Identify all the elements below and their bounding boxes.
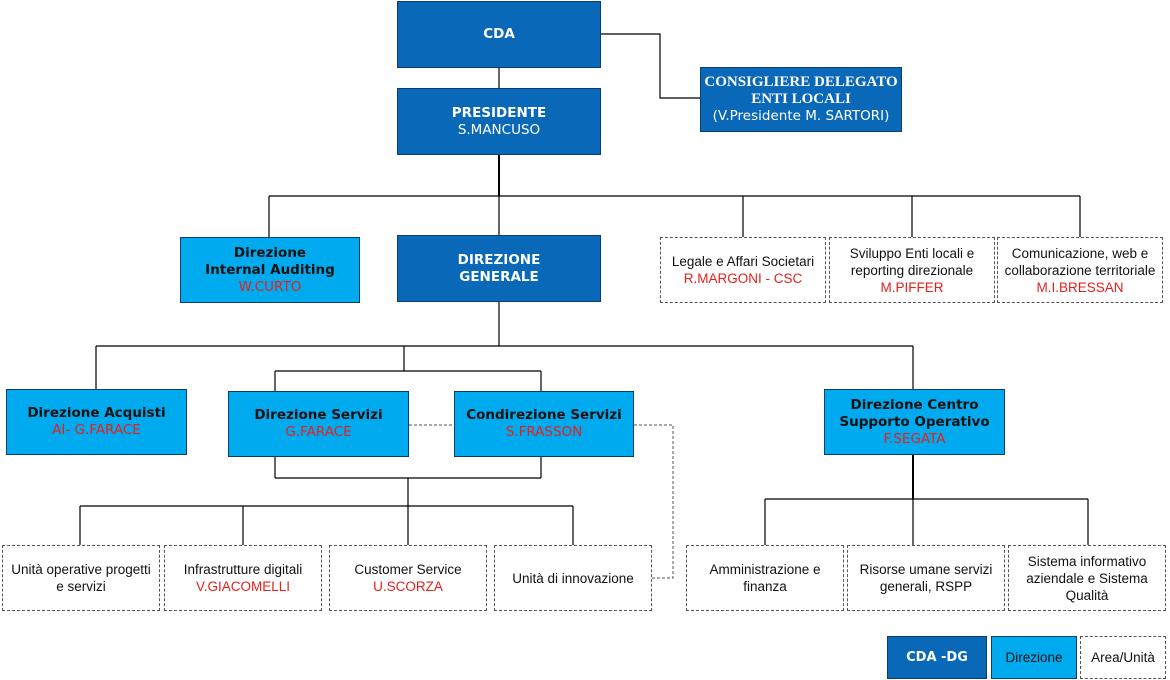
presidente-title: PRESIDENTE	[451, 104, 547, 121]
amministrazione-line2: finanza	[743, 579, 787, 594]
internal-auditing-line1: Direzione	[233, 244, 307, 261]
centro-supporto-line1: Direzione Centro	[850, 396, 979, 413]
innovazione-box: Unità di innovazione	[494, 545, 652, 611]
comunicazione-box: Comunicazione, web e collaborazione terr…	[997, 237, 1163, 303]
direzione-servizi-name: G.FARACE	[285, 424, 352, 440]
centro-supporto-line2: Supporto Operativo	[839, 413, 990, 430]
legend-area-unita-label: Area/Unità	[1091, 650, 1155, 665]
customer-service-name: U.SCORZA	[373, 579, 443, 594]
legend-cda-dg: CDA -DG	[887, 636, 987, 679]
consigliere-line1: CONSIGLIERE DELEGATO	[704, 74, 898, 90]
customer-service-title: Customer Service	[354, 562, 462, 577]
unita-operative-line2: e servizi	[56, 579, 106, 594]
internal-auditing-box: Direzione Internal Auditing W.CURTO	[180, 237, 360, 303]
comunicazione-name: M.I.BRESSAN	[1036, 279, 1124, 295]
sviluppo-line1: Sviluppo Enti locali e	[849, 245, 975, 261]
centro-supporto-box: Direzione Centro Supporto Operativo F.SE…	[824, 389, 1005, 455]
consigliere-delegato-box: CONSIGLIERE DELEGATO ENTI LOCALI (V.Pres…	[700, 67, 902, 132]
sistema-informativo-box: Sistema informativo aziendale e Sistema …	[1008, 545, 1166, 611]
infrastrutture-name: V.GIACOMELLI	[195, 579, 291, 594]
direzione-generale-box: DIREZIONE GENERALE	[397, 235, 601, 302]
innovazione-title: Unità di innovazione	[512, 570, 634, 586]
risorse-umane-line2: generali, RSPP	[879, 579, 973, 594]
amministrazione-box: Amministrazione e finanza	[686, 545, 844, 611]
internal-auditing-line2: Internal Auditing	[205, 261, 335, 278]
condirezione-servizi-box: Condirezione Servizi S.FRASSON	[454, 391, 634, 457]
legend-cda-dg-label: CDA -DG	[906, 650, 968, 665]
risorse-umane-box: Risorse umane servizi generali, RSPP	[847, 545, 1005, 611]
sistema-informativo-line2: aziendale e Sistema	[1026, 570, 1148, 586]
condirezione-servizi-title: Condirezione Servizi	[466, 407, 622, 423]
cda-title: CDA	[483, 26, 515, 42]
sistema-informativo-line3: Qualità	[1065, 587, 1109, 603]
direzione-generale-line1: DIREZIONE	[457, 251, 541, 268]
consigliere-line3: (V.Presidente M. SARTORI)	[712, 108, 890, 124]
cda-box: CDA	[397, 1, 601, 68]
presidente-name: S.MANCUSO	[457, 121, 541, 138]
sviluppo-box: Sviluppo Enti locali e reporting direzio…	[829, 237, 995, 303]
condirezione-servizi-name: S.FRASSON	[505, 424, 583, 440]
sistema-informativo-line1: Sistema informativo	[1027, 553, 1147, 569]
centro-supporto-name: F.SEGATA	[883, 430, 946, 447]
amministrazione-line1: Amministrazione e	[709, 562, 821, 577]
acquisti-name: AI- G.FARACE	[52, 422, 141, 438]
unita-operative-box: Unità operative progetti e servizi	[2, 545, 160, 611]
legale-box: Legale e Affari Societari R.MARGONI - CS…	[660, 237, 826, 303]
acquisti-box: Direzione Acquisti AI- G.FARACE	[6, 389, 187, 455]
comunicazione-line2: collaborazione territoriale	[1004, 262, 1156, 278]
acquisti-title: Direzione Acquisti	[27, 405, 166, 421]
unita-operative-line1: Unità operative progetti	[11, 562, 151, 577]
infrastrutture-box: Infrastrutture digitali V.GIACOMELLI	[164, 545, 322, 611]
legale-title: Legale e Affari Societari	[671, 254, 815, 269]
direzione-generale-line2: GENERALE	[459, 268, 539, 285]
customer-service-box: Customer Service U.SCORZA	[329, 545, 487, 611]
consigliere-line2: ENTI LOCALI	[751, 91, 851, 107]
direzione-servizi-title: Direzione Servizi	[254, 407, 383, 423]
direzione-servizi-box: Direzione Servizi G.FARACE	[228, 391, 409, 457]
legend-direzione-label: Direzione	[1005, 650, 1063, 665]
comunicazione-line1: Comunicazione, web e	[1011, 245, 1149, 261]
sviluppo-line2: reporting direzionale	[850, 262, 974, 278]
sviluppo-name: M.PIFFER	[880, 279, 944, 295]
risorse-umane-line1: Risorse umane servizi	[859, 562, 993, 577]
legend-area-unita: Area/Unità	[1080, 636, 1166, 679]
presidente-box: PRESIDENTE S.MANCUSO	[397, 88, 601, 155]
internal-auditing-name: W.CURTO	[238, 278, 302, 295]
infrastrutture-title: Infrastrutture digitali	[183, 562, 303, 577]
legale-name: R.MARGONI - CSC	[683, 271, 803, 286]
legend-direzione: Direzione	[991, 636, 1077, 679]
